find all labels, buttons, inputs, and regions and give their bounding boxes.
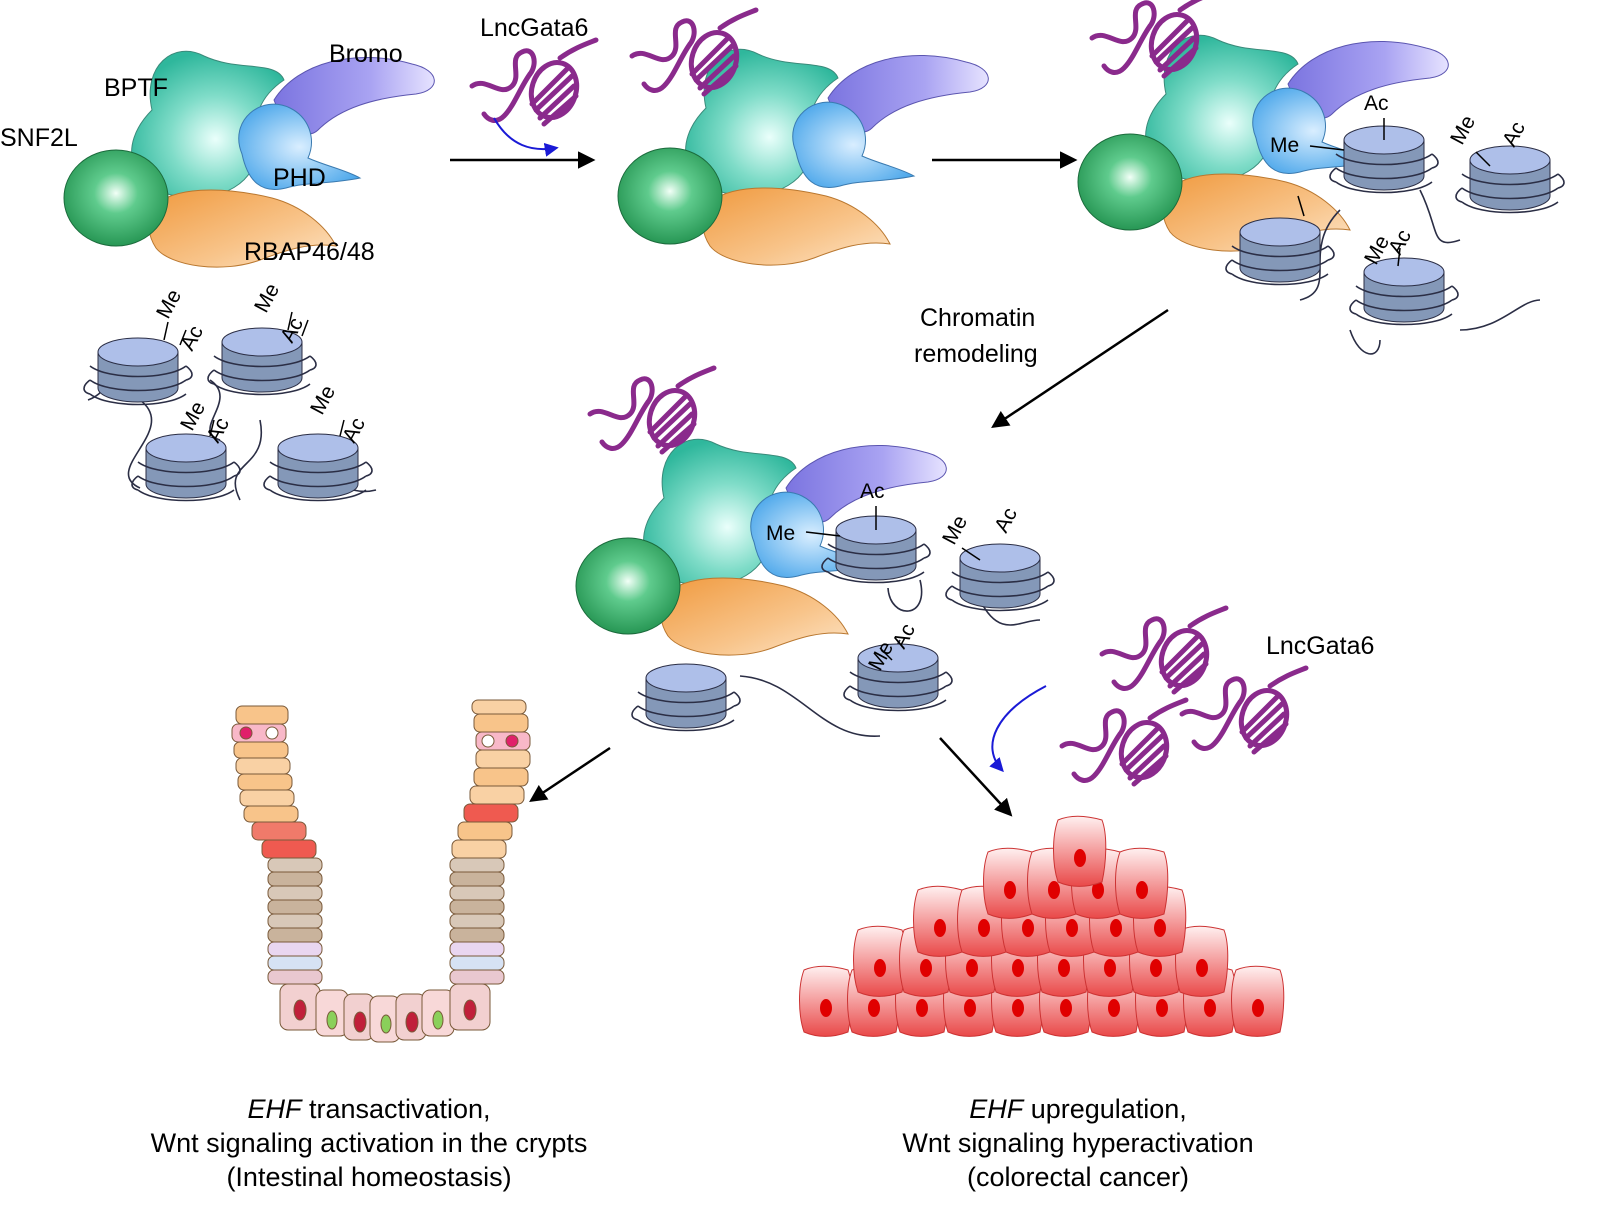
tumor-cell xyxy=(853,925,907,997)
mod-ac: Ac xyxy=(1498,118,1530,150)
complex-remodeled: Me Ac Me Ac Me Ac xyxy=(575,368,1055,737)
caption-right-line1: EHF upregulation, xyxy=(969,1094,1187,1124)
arrow-homeostasis xyxy=(529,746,611,802)
mod-ac: Ac xyxy=(1364,92,1389,115)
caption-right-line3: (colorectal cancer) xyxy=(967,1162,1189,1192)
curved-arrow-binding xyxy=(493,117,559,157)
label-chromatin: Chromatin xyxy=(920,304,1035,332)
complex-lncrna-bound xyxy=(617,10,989,266)
tumor-cell xyxy=(1053,815,1107,887)
mod-me: Me xyxy=(766,522,795,545)
mod-me: Me xyxy=(306,382,340,419)
caption-right-gene: EHF xyxy=(969,1094,1025,1124)
label-bptf: BPTF xyxy=(104,74,168,102)
tumor-cell xyxy=(1231,965,1285,1037)
mod-me: Me xyxy=(1446,112,1480,149)
arrow-cancer xyxy=(939,737,1013,817)
label-snf2l: SNF2L xyxy=(0,124,78,152)
curved-arrow-upregulation xyxy=(989,685,1047,773)
mod-ac: Ac xyxy=(990,504,1022,536)
label-phd: PHD xyxy=(273,164,326,192)
caption-left-gene: EHF xyxy=(247,1094,303,1124)
mod-me: Me xyxy=(250,280,284,317)
tumor-cell xyxy=(799,965,853,1037)
mod-me: Me xyxy=(1270,134,1299,157)
label-bromo: Bromo xyxy=(329,40,403,68)
mod-ac: Ac xyxy=(1384,226,1416,258)
complex-nucleosome-engaged: Me Ac Me Ac Me Ac xyxy=(1077,0,1565,355)
label-remodeling: remodeling xyxy=(914,340,1038,368)
caption-left-line2: Wnt signaling activation in the crypts xyxy=(151,1128,588,1158)
caption-right-line2: Wnt signaling hyperactivation xyxy=(902,1128,1253,1158)
label-lncgata6-right: LncGata6 xyxy=(1266,632,1374,660)
mod-ac: Ac xyxy=(860,480,885,503)
arrow-remodeling xyxy=(991,308,1169,428)
caption-right-line1-rest: upregulation, xyxy=(1023,1094,1187,1124)
caption-left-line1-rest: transactivation, xyxy=(301,1094,490,1124)
nucleosome-cluster-free: Me Ac Me Ac Me Ac Me Ac xyxy=(83,280,377,502)
label-rbap: RBAP46/48 xyxy=(244,238,375,266)
lncrna-top xyxy=(472,40,596,124)
intestinal-crypt xyxy=(231,699,531,1043)
tumor-cell-mass xyxy=(799,815,1285,1037)
caption-left-line3: (Intestinal homeostasis) xyxy=(226,1162,511,1192)
tumor-cell xyxy=(1115,847,1169,919)
label-lncgata6-top: LncGata6 xyxy=(480,14,588,42)
mod-ac: Ac xyxy=(176,322,208,354)
mod-me: Me xyxy=(152,286,186,323)
caption-left-line1: EHF transactivation, xyxy=(247,1094,490,1124)
mod-me: Me xyxy=(938,512,972,549)
